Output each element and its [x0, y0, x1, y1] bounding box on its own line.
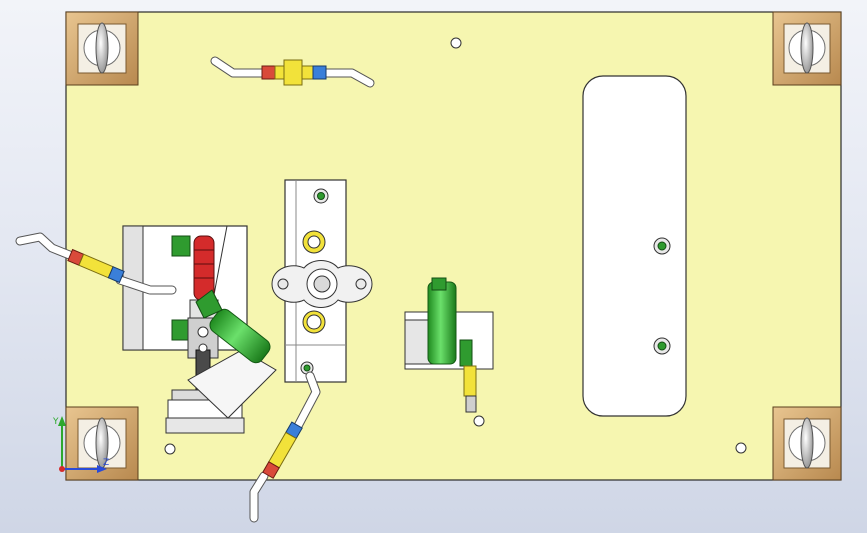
triad-y-label: Y	[52, 417, 59, 427]
air-hose-top[interactable]	[210, 56, 375, 88]
triad-z-label: Z	[103, 458, 109, 468]
slot-plate[interactable]	[582, 75, 687, 417]
corner-pad-bottom-right[interactable]	[772, 406, 842, 481]
locating-plate-center[interactable]	[271, 179, 373, 383]
corner-pad-top-right[interactable]	[772, 11, 842, 86]
pneumatic-cylinder-left[interactable]	[195, 289, 273, 366]
corner-pad-top-left[interactable]	[65, 11, 139, 86]
air-hose-left[interactable]	[15, 232, 177, 295]
bolt-hole-icon	[735, 442, 747, 454]
screw-icon	[277, 278, 289, 290]
coordinate-triad-icon: Y Z	[52, 416, 109, 473]
screw-icon	[300, 361, 314, 375]
air-hose-bottom[interactable]	[249, 371, 321, 523]
toggle-clamp-body[interactable]	[165, 317, 277, 434]
screw-icon	[355, 278, 367, 290]
bolt-hole-icon	[164, 443, 176, 455]
bolt-hole-icon	[450, 37, 462, 49]
pneumatic-cylinder-right[interactable]	[404, 277, 494, 427]
screw-icon	[313, 188, 329, 204]
screw-icon	[653, 337, 671, 355]
screw-icon	[653, 237, 671, 255]
